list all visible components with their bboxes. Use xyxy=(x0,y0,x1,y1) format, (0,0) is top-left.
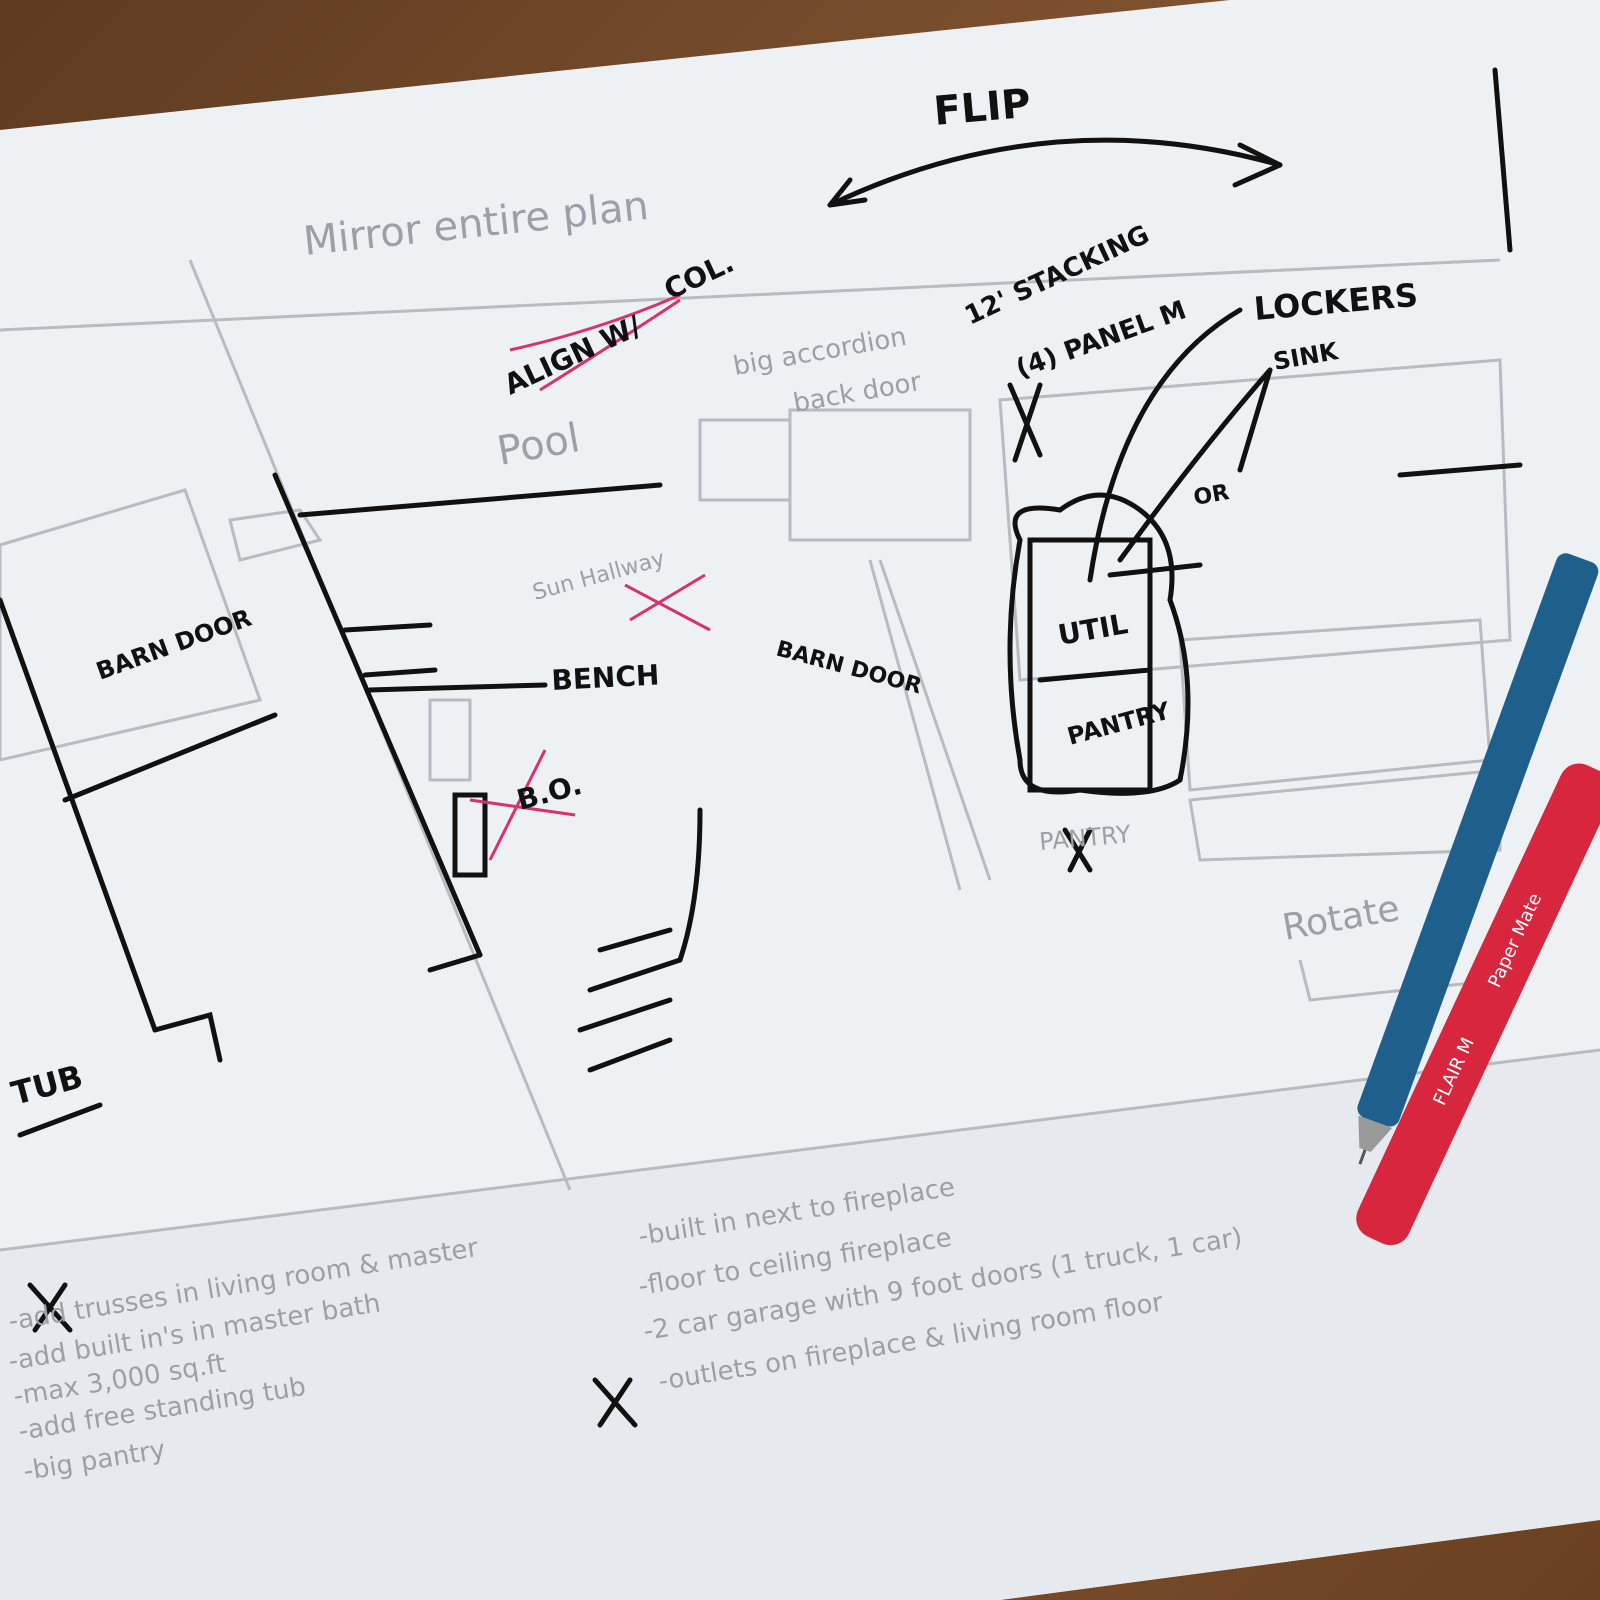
mechanical-pencil xyxy=(1357,553,1599,1165)
flip-label: FLIP xyxy=(932,81,1033,135)
ink-drawing xyxy=(0,67,1523,1428)
or-label: OR xyxy=(1192,480,1232,511)
paper-shadow xyxy=(0,1050,1600,1600)
pink-strikes xyxy=(469,293,711,861)
bench-label: BENCH xyxy=(551,658,660,697)
